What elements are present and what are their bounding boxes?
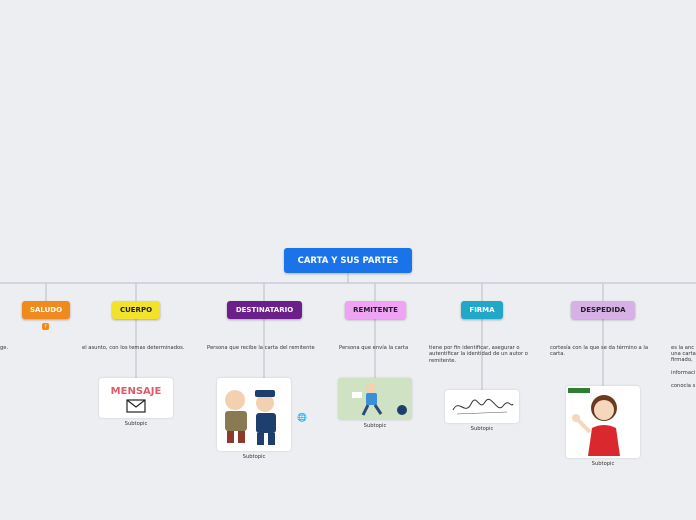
remitente-image [338, 378, 412, 420]
subtopic-remitente[interactable]: Subtopic [363, 423, 387, 429]
despedida-image [566, 386, 640, 458]
globe-icon[interactable]: 🌐 [297, 413, 307, 422]
root-topic[interactable]: CARTA Y SUS PARTES [284, 248, 412, 273]
desc-extra-4: informaci [671, 370, 696, 376]
signature-illustration [452, 399, 514, 415]
branch-remitente[interactable]: REMITENTE [345, 301, 406, 319]
desc-firma: tiene por fin identificar, asegurar o au… [429, 345, 528, 364]
desc-extra-1: es la anc [671, 345, 695, 351]
mensaje-word: MENSAJE [110, 386, 162, 397]
branch-cuerpo[interactable]: CUERPO [112, 301, 160, 319]
envelope-icon [126, 399, 146, 413]
desc-saludo: ge. [0, 345, 9, 351]
branch-saludo[interactable]: SALUDO [22, 301, 70, 319]
people-illustration [225, 390, 276, 445]
branch-firma[interactable]: FIRMA [461, 301, 503, 319]
desc-remitente: Persona que envía la carta [339, 345, 409, 351]
waving-girl-illustration [568, 388, 620, 456]
desc-extra-3: firmado, [671, 357, 693, 363]
subtopic-despedida[interactable]: Subtopic [591, 461, 615, 467]
destinatario-image [217, 378, 291, 451]
subtopic-cuerpo[interactable]: Subtopic [124, 421, 148, 427]
desc-extra-2: una carta [671, 351, 696, 357]
desc-destinatario: Persona que recibe la carta del remitent… [207, 345, 315, 351]
desc-cuerpo: el asunto, con los temas determinados. [82, 345, 185, 351]
desc-despedida: cortesía con la que se da término a la c… [550, 345, 648, 358]
firma-image [445, 390, 519, 423]
branch-destinatario[interactable]: DESTINATARIO [227, 301, 302, 319]
question-badge[interactable]: ? [42, 323, 49, 330]
branch-despedida[interactable]: DESPEDIDA [571, 301, 635, 319]
subtopic-destinatario[interactable]: Subtopic [242, 454, 266, 460]
subtopic-firma[interactable]: Subtopic [470, 426, 494, 432]
cuerpo-image: MENSAJE [99, 378, 173, 418]
runner-illustration [352, 383, 407, 416]
desc-extra-5: conocia s [671, 383, 696, 389]
